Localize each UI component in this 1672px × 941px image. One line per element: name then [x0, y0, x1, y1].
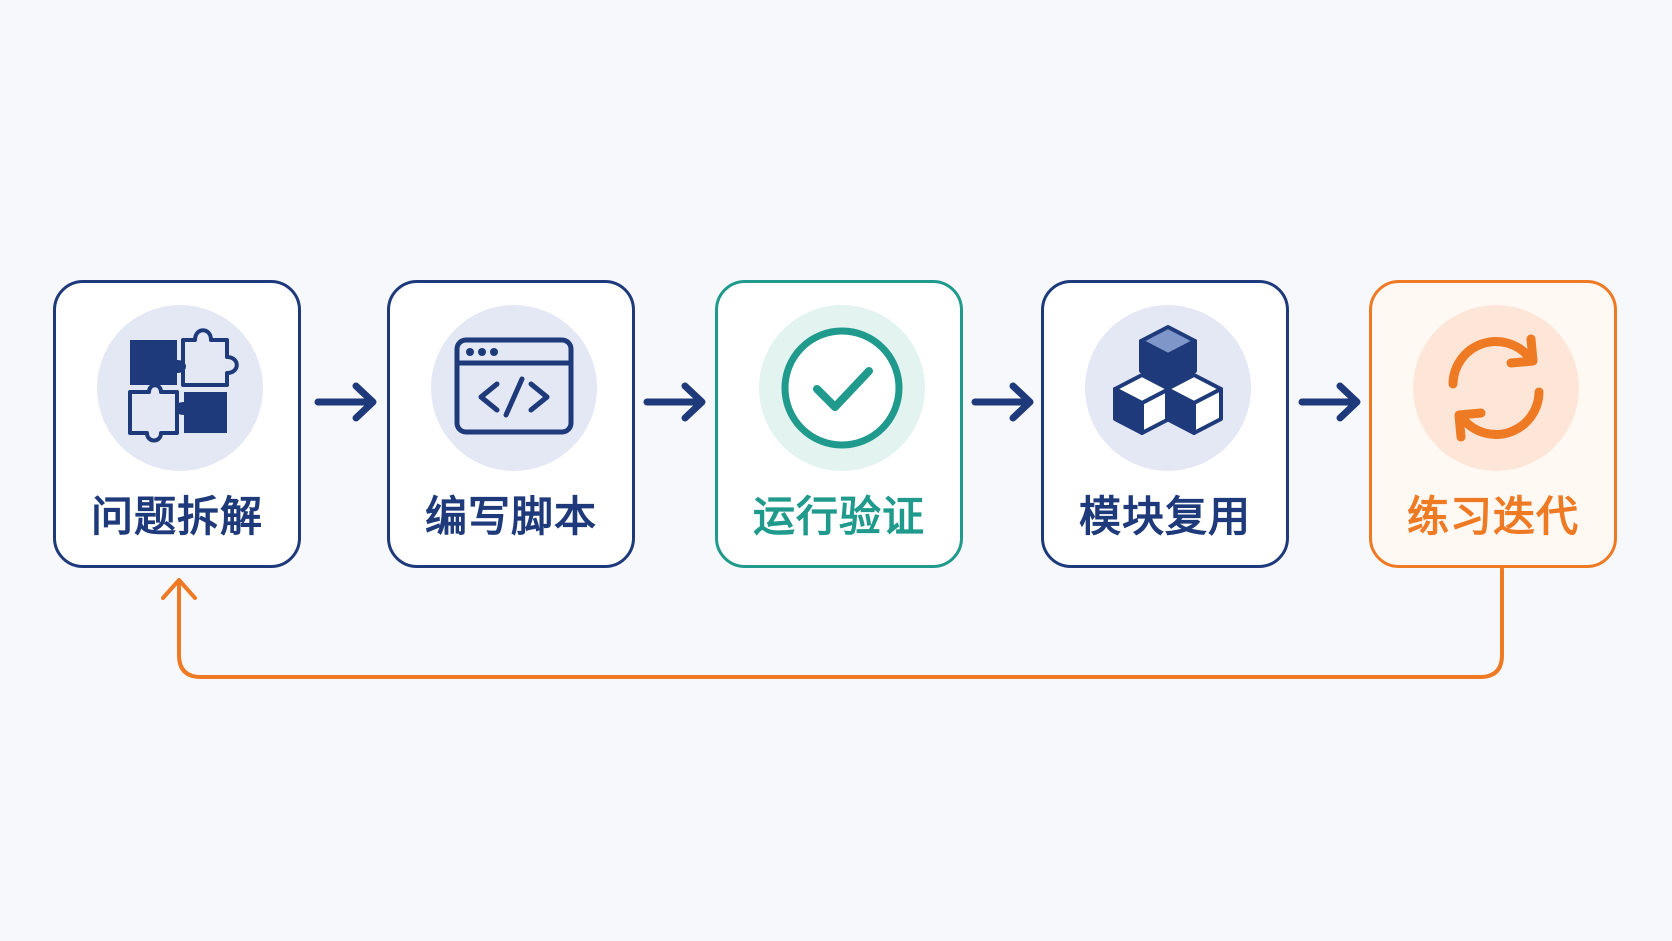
icon-background: [97, 305, 263, 471]
code-window-icon: [454, 337, 574, 435]
arrow-4-to-5: [1298, 382, 1361, 422]
step-label: 编写脚本: [424, 492, 597, 541]
arrow-1-to-2: [314, 382, 377, 422]
arrow-3-to-4: [971, 382, 1034, 422]
step-label: 练习迭代: [1406, 492, 1579, 541]
step-label: 模块复用: [1078, 492, 1251, 541]
cubes-icon: [1113, 325, 1223, 435]
icon-background: [1085, 305, 1251, 471]
step-label: 运行验证: [752, 492, 925, 541]
feedback-loop-arrow: [161, 567, 1504, 679]
arrow-2-to-3: [643, 382, 706, 422]
step-problem-breakdown: 问题拆解: [53, 280, 301, 568]
step-write-script: 编写脚本: [387, 280, 635, 568]
step-run-verify: 运行验证: [715, 280, 963, 568]
icon-background: [1413, 305, 1579, 471]
step-label: 问题拆解: [90, 492, 263, 541]
refresh-icon: [1448, 334, 1544, 442]
step-practice-iterate: 练习迭代: [1369, 280, 1617, 568]
check-circle-icon: [781, 327, 903, 449]
step-module-reuse: 模块复用: [1041, 280, 1289, 568]
icon-background: [431, 305, 597, 471]
puzzle-icon: [128, 328, 239, 443]
icon-background: [759, 305, 925, 471]
